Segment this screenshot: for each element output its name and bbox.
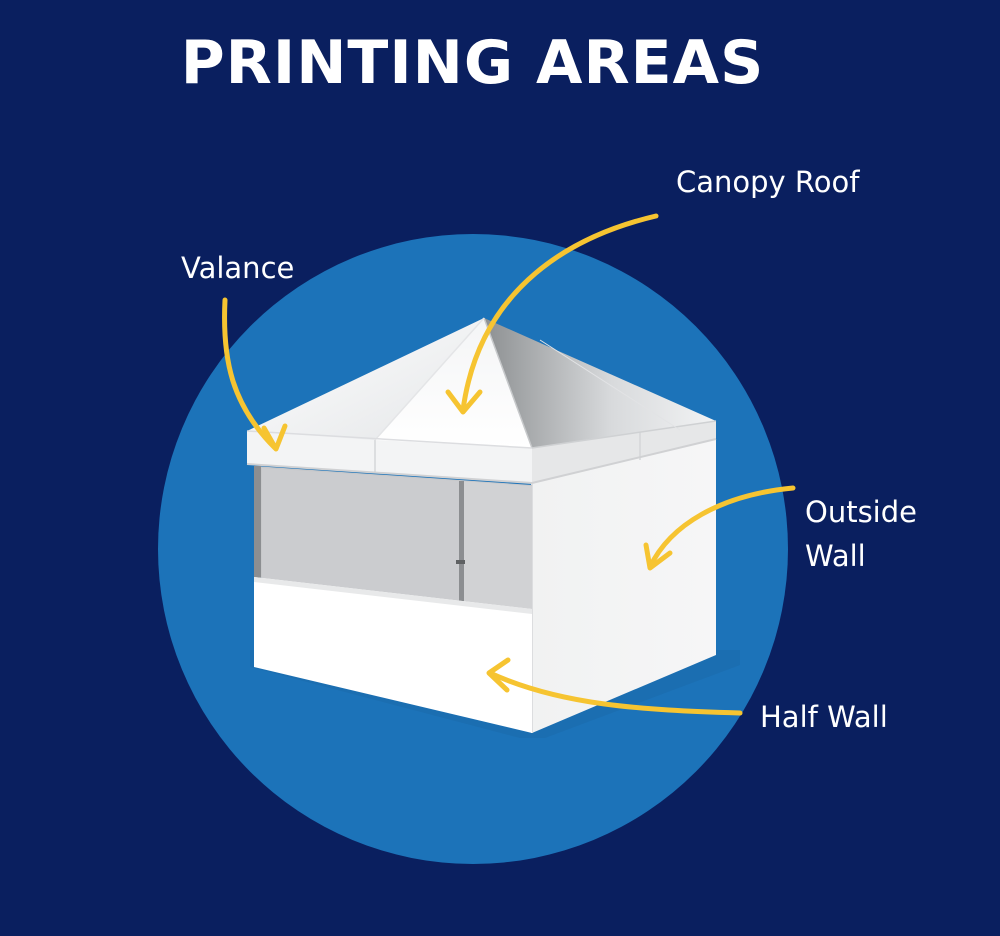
canopy-roof-front (375, 318, 532, 448)
tent-illustration (246, 317, 740, 738)
half-wall-panel (254, 577, 532, 733)
outside-wall-label-line1: Outside (805, 495, 917, 529)
canopy-roof-label: Canopy Roof (676, 165, 860, 199)
canopy-roof-left (247, 318, 484, 440)
valance-label: Valance (181, 251, 295, 285)
valance-arrow (222, 297, 278, 451)
half-wall-label: Half Wall (760, 700, 888, 734)
outside-wall-label-line2: Wall (805, 539, 866, 573)
tent-pole-left (254, 466, 261, 586)
outside-wall-arrow (647, 485, 796, 570)
callout-arrows (222, 213, 796, 716)
page-title: PRINTING AREAS (180, 28, 765, 98)
half-wall-arrow (487, 670, 743, 716)
outside-wall-label: Outside Wall (805, 490, 917, 578)
outside-wall-panel (532, 439, 716, 733)
tent-pole-middle (459, 481, 464, 611)
canopy-roof-arrow (460, 213, 659, 413)
